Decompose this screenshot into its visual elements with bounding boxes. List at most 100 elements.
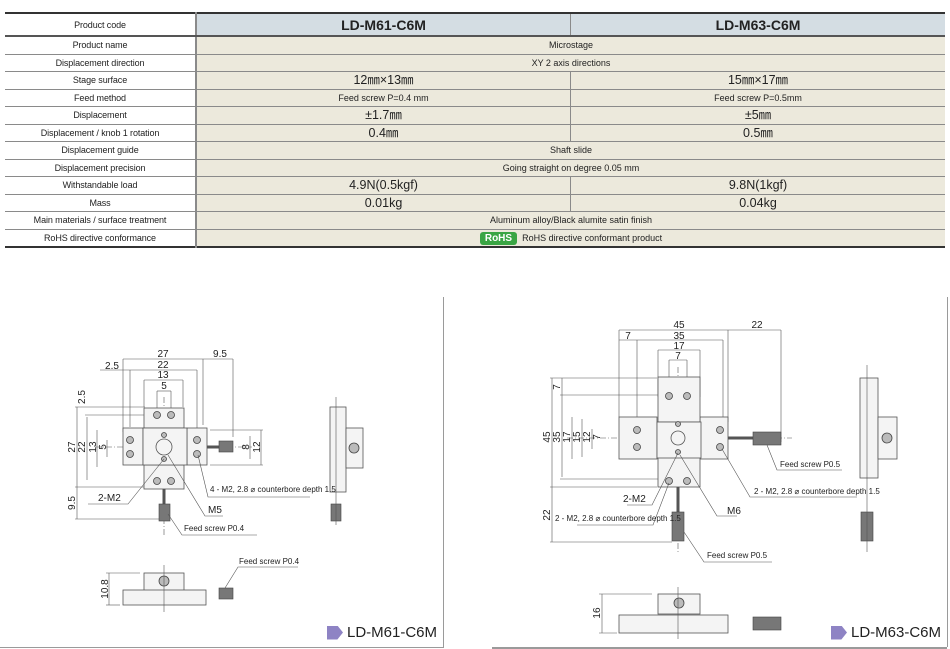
svg-text:22: 22 [542,509,553,521]
svg-text:27: 27 [157,349,169,360]
svg-text:45: 45 [673,320,685,331]
row-label: Displacement guide [5,141,197,160]
svg-text:15: 15 [572,431,583,443]
drawing-panel-ld-m63: 45 35 17 7 7 22 7 45 35 17 15 12 7 22 16… [447,297,948,649]
svg-text:Feed screw P0.5: Feed screw P0.5 [780,460,841,469]
svg-text:2.5: 2.5 [105,361,119,372]
svg-text:12: 12 [582,431,593,443]
row-label: Displacement / knob 1 rotation [5,124,197,142]
row-label: Feed method [5,89,197,107]
stage-front-view [599,587,782,639]
row-label: RoHS directive conformance [5,229,197,248]
row-value-shared: Going straight on degree 0.05 mm [196,159,945,177]
row-value: Feed screw P=0.5mm [570,89,945,107]
row-label: Displacement precision [5,159,197,177]
svg-text:45: 45 [542,431,553,443]
svg-text:M6: M6 [727,506,741,517]
svg-text:35: 35 [673,331,685,342]
svg-text:13: 13 [88,441,99,453]
row-label: Main materials / surface treatment [5,211,197,230]
row-label: Withstandable load [5,176,197,195]
row-value: Feed screw P=0.4 mm [196,89,571,107]
svg-text:16: 16 [592,607,603,619]
drawing-ld-m61: 27 22 13 5 2.5 9.5 2.5 27 22 13 5 9.5 8 … [67,349,364,612]
table-row: Main materials / surface treatment Alumin… [5,211,945,230]
model-tag-label: LD-M61-C6M [346,624,437,641]
row-value-text: Aluminum alloy/Black alumite satin finis… [489,215,653,226]
row-value-text: XY 2 axis directions [531,57,611,68]
svg-text:2.5: 2.5 [77,390,88,404]
dimension-lines [550,329,792,552]
table-row: Displacement±1.7㎜±5㎜ [5,106,945,125]
svg-text:17: 17 [673,341,685,352]
dimension-labels: 27 22 13 5 2.5 9.5 2.5 27 22 13 5 9.5 8 … [67,349,336,599]
row-value-text: RoHS directive conformant product [522,232,663,243]
row-value: 12㎜×13㎜ [196,71,571,90]
dimension-labels: 45 35 17 7 7 22 7 45 35 17 15 12 7 22 16… [542,320,880,619]
svg-text:22: 22 [157,360,169,371]
model-code-header: LD-M63-C6M [570,13,945,37]
row-value: 0.01kg [196,194,571,212]
stage-side-view [329,397,364,525]
svg-text:22: 22 [77,441,88,453]
pentagon-arrow-icon [830,625,847,640]
row-value: 15㎜×17㎜ [570,71,945,90]
svg-text:13: 13 [157,370,169,381]
svg-text:9.5: 9.5 [67,496,78,510]
row-value-shared: Shaft slide [196,141,945,160]
svg-text:2 - M2, 2.8 ⌀ counterbore dept: 2 - M2, 2.8 ⌀ counterbore depth 1.5 [754,487,880,496]
table-row: Displacement precision Going straight on … [5,159,945,177]
svg-text:7: 7 [675,351,681,362]
leader-lines [88,454,310,589]
svg-text:4 - M2, 2.8 ⌀ counterbore dept: 4 - M2, 2.8 ⌀ counterbore depth 1.5 [210,485,336,494]
svg-text:22: 22 [751,320,763,331]
model-tag-label: LD-M63-C6M [850,624,941,641]
row-value-shared: Aluminum alloy/Black alumite satin finis… [196,211,945,230]
row-value-text: Shaft slide [549,145,593,156]
model-tag: LD-M61-C6M [326,624,437,641]
svg-text:17: 17 [562,431,573,443]
drawing-ld-m63: 45 35 17 7 7 22 7 45 35 17 15 12 7 22 16… [542,320,898,639]
model-code-header: LD-M61-C6M [196,13,571,37]
stage-top-view [618,376,782,542]
row-value: 0.4㎜ [196,124,571,142]
svg-text:5: 5 [98,444,109,450]
svg-text:27: 27 [67,441,78,453]
table-row: Displacement guide Shaft slide [5,141,945,160]
stage-top-view [122,407,234,522]
row-label: Displacement direction [5,54,197,72]
header-label: Product code [5,13,197,37]
svg-text:5: 5 [161,381,167,392]
row-label: Stage surface [5,71,197,90]
svg-text:10.8: 10.8 [100,579,111,599]
pentagon-arrow-icon [326,625,343,640]
row-label: Displacement [5,106,197,125]
model-tag: LD-M63-C6M [830,624,941,641]
svg-text:7: 7 [625,331,631,342]
drawing-panel-ld-m61: 27 22 13 5 2.5 9.5 2.5 27 22 13 5 9.5 8 … [0,297,444,648]
row-label: Mass [5,194,197,212]
svg-text:Feed screw P0.5: Feed screw P0.5 [707,551,768,560]
table-row: Product name Microstage [5,36,945,55]
row-value: ±5㎜ [570,106,945,125]
svg-text:35: 35 [552,431,563,443]
svg-text:Feed screw P0.4: Feed screw P0.4 [184,524,245,533]
svg-text:2-M2: 2-M2 [623,494,646,505]
svg-text:Feed screw P0.4: Feed screw P0.4 [239,557,300,566]
svg-text:12: 12 [252,441,263,453]
row-label: Product name [5,36,197,55]
row-value-text: Going straight on degree 0.05 mm [502,162,640,173]
row-value: 0.5㎜ [570,124,945,142]
row-value: ±1.7㎜ [196,106,571,125]
svg-text:9.5: 9.5 [213,349,227,360]
row-value: 9.8N(1kgf) [570,176,945,195]
row-value-text: Microstage [548,40,593,51]
